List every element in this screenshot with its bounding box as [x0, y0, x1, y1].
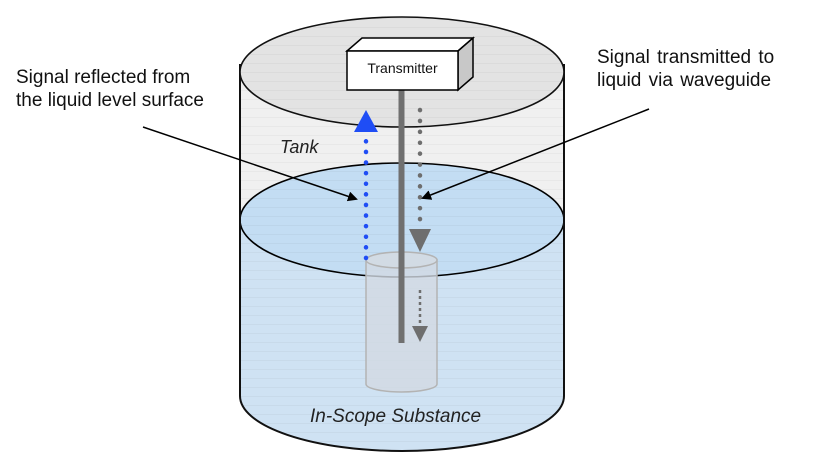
transmitter-box — [344, 36, 476, 92]
transmitted-signal-label: Signal transmitted to liquid via wavegui… — [597, 46, 774, 92]
transmitted-label-line2: liquid via waveguide — [597, 70, 772, 91]
inner-signal-arrow — [412, 290, 428, 342]
reflected-pointer-line — [142, 126, 358, 202]
reflected-label-line1: Signal reflected from — [16, 67, 191, 88]
reflected-signal-arrow — [354, 110, 378, 261]
transmitted-label-line1: Signal transmitted to — [597, 47, 775, 68]
reflected-label-line2: the liquid level surface — [16, 90, 204, 111]
transmitted-pointer-line — [421, 108, 650, 200]
tank-label: Tank — [280, 137, 319, 157]
substance-label: In-Scope Substance — [310, 406, 482, 427]
transmitted-signal-arrow — [409, 107, 431, 252]
waveguide-rod — [398, 90, 405, 343]
reflected-signal-label: Signal reflected from the liquid level s… — [16, 66, 204, 112]
tank-bottom — [239, 395, 565, 452]
transmitter-label: Transmitter — [367, 60, 438, 76]
